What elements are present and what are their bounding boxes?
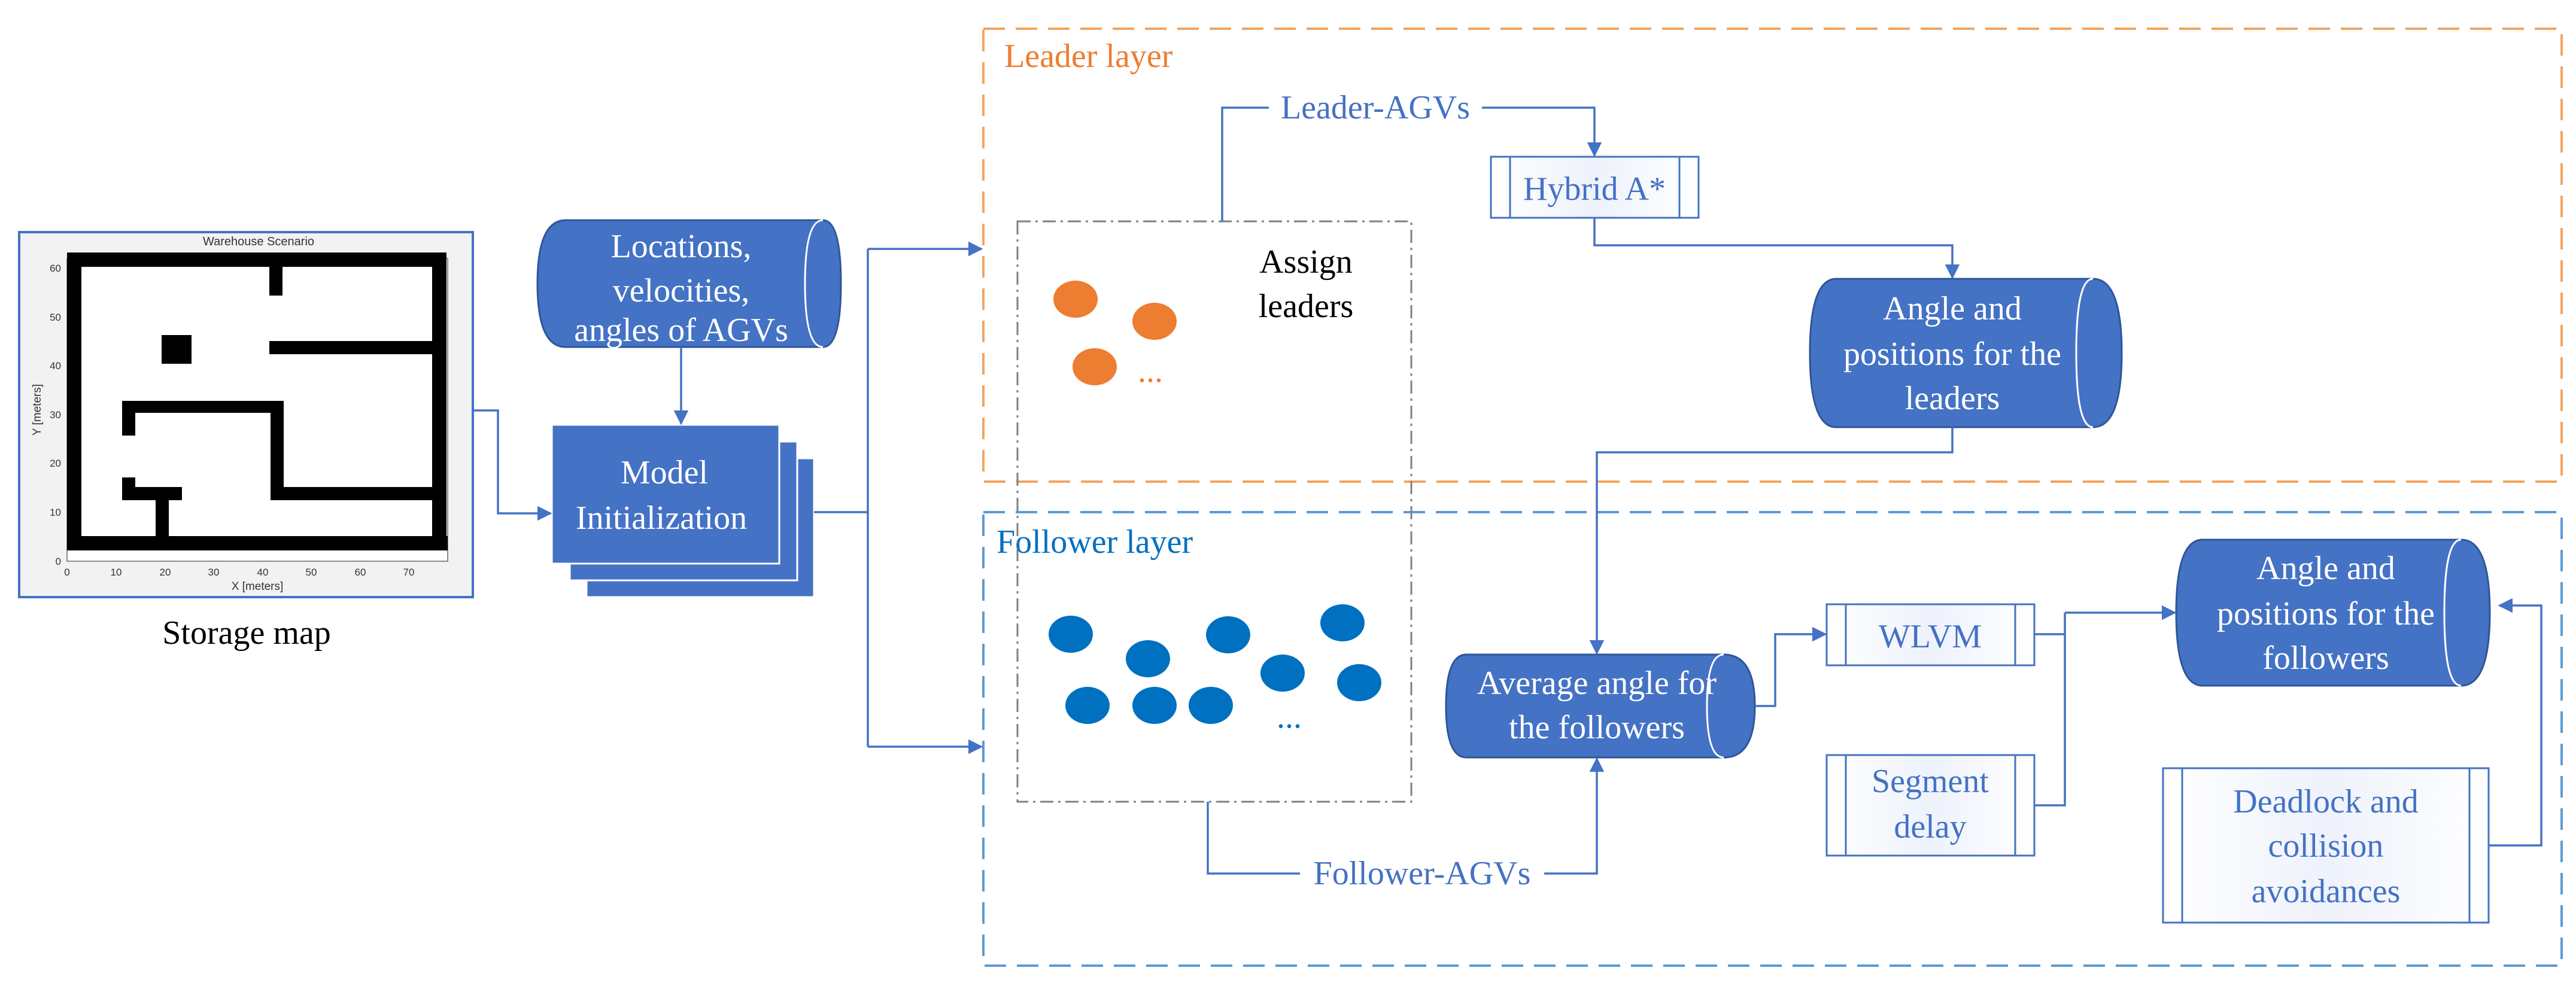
deadlock-line: avoidances <box>2252 873 2401 910</box>
map-x-tick: 20 <box>160 567 171 578</box>
data-input-line: velocities, <box>613 272 750 309</box>
connector <box>2489 598 2542 847</box>
leader-agv-dot <box>1073 348 1117 385</box>
map-y-tick: 20 <box>50 458 61 469</box>
follower-output-node: Angle and positions for the followers <box>2175 538 2491 687</box>
hybrid-astar-node: Hybrid A* <box>1490 156 1700 219</box>
follower-agvs-label: Follower-AGVs <box>1314 855 1531 892</box>
data-input-line: Locations, <box>611 228 752 265</box>
wlvm-node: WLVM <box>1825 603 2036 667</box>
connector <box>473 409 552 521</box>
connector <box>1593 218 1960 279</box>
wlvm-label: WLVM <box>1879 618 1982 655</box>
map-y-tick: 40 <box>50 360 61 372</box>
follower-agv-dot <box>1260 655 1305 692</box>
map-y-ticks: 0 10 20 30 40 50 60 <box>50 263 61 567</box>
leader-agv-dot <box>1053 281 1098 318</box>
follower-agv-dot <box>1065 687 1110 724</box>
segment-delay-line: delay <box>1894 808 1966 845</box>
average-angle-line: the followers <box>1509 709 1685 746</box>
leader-agv-dot <box>1132 303 1177 340</box>
follower-ellipsis: ... <box>1277 698 1302 735</box>
map-y-label: Y [meters] <box>31 384 44 436</box>
storage-map: Warehouse Scenario 0 10 20 30 <box>18 231 474 598</box>
map-x-tick: 50 <box>306 567 317 578</box>
deadlock-line: Deadlock and <box>2233 783 2418 820</box>
map-y-tick: 10 <box>50 507 61 518</box>
data-input-line: angles of AGVs <box>574 312 788 349</box>
leader-output-node: Angle and positions for the leaders <box>1809 278 2123 428</box>
leader-output-line: Angle and <box>1883 290 2022 327</box>
follower-agvs-label-bg <box>1300 852 1544 894</box>
map-y-tick: 30 <box>50 409 61 421</box>
leader-output-line: positions for the <box>1843 336 2061 373</box>
follower-agv-dot <box>1337 664 1381 701</box>
average-angle-node: Average angle for the followers <box>1445 653 1756 759</box>
leader-agvs-label-bg <box>1269 87 1482 129</box>
follower-agv-dot <box>1206 616 1250 653</box>
connector <box>1589 427 1954 655</box>
map-x-tick: 0 <box>64 567 69 578</box>
assign-leaders-line: leaders <box>1259 288 1354 325</box>
map-x-tick: 10 <box>111 567 122 578</box>
connectors <box>473 106 2542 875</box>
data-input-node: Locations, velocities, angles of AGVs <box>536 219 842 349</box>
follower-agv-dots <box>1049 604 1381 724</box>
follower-output-line: positions for the <box>2217 595 2435 632</box>
connector <box>1755 626 1827 707</box>
segment-delay-line: Segment <box>1872 763 1989 800</box>
map-plot-title: Warehouse Scenario <box>203 235 314 248</box>
follower-layer-frame <box>982 511 2563 967</box>
follower-agv-dot <box>1320 604 1365 641</box>
connector <box>1544 757 1605 875</box>
deadlock-line: collision <box>2268 827 2384 865</box>
connector <box>1482 106 1602 157</box>
model-init-line: Model <box>621 454 708 491</box>
follower-agv-dot <box>1132 687 1177 724</box>
map-y-tick: 50 <box>50 312 61 323</box>
map-x-tick: 40 <box>257 567 269 578</box>
map-x-ticks: 0 10 20 30 40 50 60 70 <box>64 567 414 578</box>
follower-agv-dot <box>1189 687 1233 724</box>
follower-agv-dot <box>1049 616 1093 653</box>
follower-output-line: Angle and <box>2256 550 2395 587</box>
follower-layer-label: Follower layer <box>997 524 1193 561</box>
average-angle-line: Average angle for <box>1477 665 1717 702</box>
assign-leaders-box <box>1016 220 1412 803</box>
map-x-tick: 70 <box>403 567 415 578</box>
connector <box>1207 802 1300 875</box>
follower-output-line: followers <box>2262 640 2389 677</box>
map-y-tick: 60 <box>50 263 61 274</box>
connector <box>2034 613 2066 807</box>
leader-agv-dots <box>1053 281 1177 385</box>
leader-layer-frame <box>982 28 2563 483</box>
leader-output-line: leaders <box>1905 380 2000 417</box>
follower-agv-dot <box>1126 640 1170 677</box>
model-init-node: Model Initialization <box>551 424 815 598</box>
connector <box>1221 106 1269 221</box>
map-walls <box>67 252 448 550</box>
segment-delay-node: Segment delay <box>1825 754 2036 857</box>
map-x-tick: 30 <box>208 567 220 578</box>
map-x-label: X [meters] <box>232 580 284 593</box>
leader-agvs-label: Leader-AGVs <box>1281 89 1470 126</box>
deadlock-node: Deadlock and collision avoidances <box>2162 767 2490 924</box>
assign-leaders-line: Assign <box>1259 244 1353 281</box>
hybrid-astar-label: Hybrid A* <box>1523 171 1666 208</box>
leader-layer-label: Leader layer <box>1004 38 1173 75</box>
model-init-line: Initialization <box>576 500 747 537</box>
map-x-tick: 60 <box>355 567 366 578</box>
storage-map-caption: Storage map <box>162 614 330 652</box>
leader-ellipsis: ... <box>1138 352 1163 389</box>
map-y-tick: 0 <box>56 556 61 567</box>
